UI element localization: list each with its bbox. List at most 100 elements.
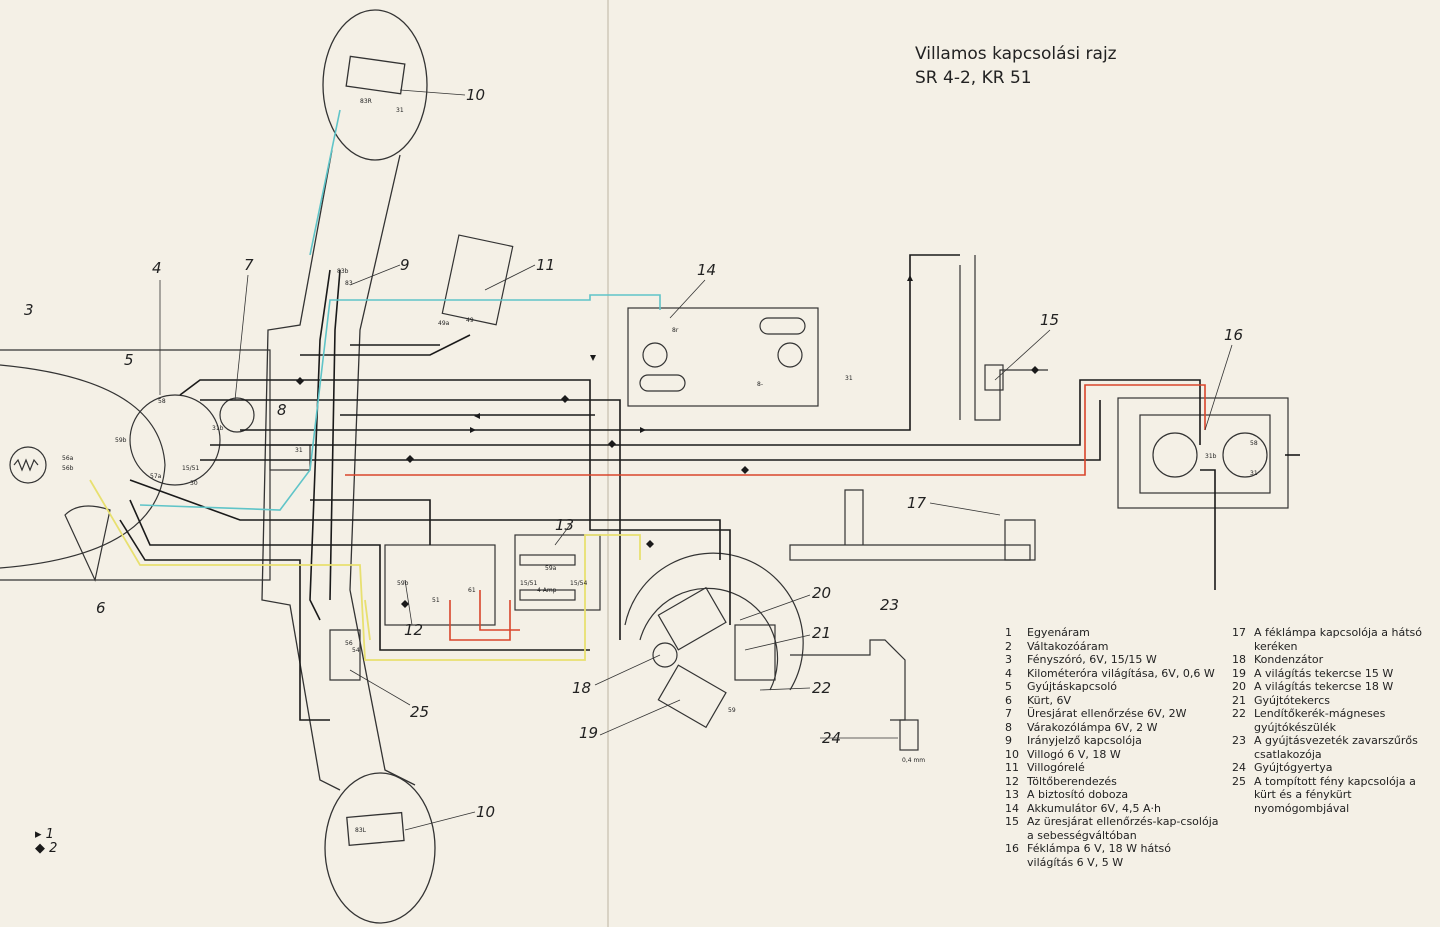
components (64, 234, 1289, 751)
svg-text:59a: 59a (545, 565, 557, 572)
flasher-relay (441, 234, 514, 326)
svg-text:31: 31 (845, 375, 853, 382)
callout-10-bottom: 10 (476, 803, 495, 821)
svg-text:51: 51 (432, 597, 440, 604)
callout-17: 17 (907, 494, 927, 512)
brake-switch (1004, 519, 1036, 561)
callout-9: 9 (400, 256, 410, 274)
svg-text:31b: 31b (212, 425, 224, 432)
arrow-icon: ▸ (35, 827, 42, 842)
dc-wires (119, 254, 1300, 721)
svg-text:56b: 56b (62, 465, 74, 472)
callout-7: 7 (244, 256, 254, 274)
ignition-switch (129, 394, 221, 486)
svg-text:83L: 83L (355, 827, 367, 834)
fuse-box (514, 534, 601, 611)
callout-10-top: 10 (466, 86, 485, 104)
cyan-wire (139, 109, 661, 511)
parking-lamp (269, 444, 311, 471)
handlebar (261, 9, 436, 924)
callout-15: 15 (1040, 311, 1059, 329)
callout-8: 8 (277, 401, 287, 419)
svg-text:49: 49 (466, 317, 474, 324)
svg-text:61: 61 (468, 587, 476, 594)
callout-18: 18 (572, 679, 591, 697)
red-wire (345, 384, 1206, 476)
callout-20: 20 (812, 584, 831, 602)
svg-text:8r: 8r (672, 327, 679, 334)
callout-11: 11 (536, 256, 555, 274)
spark-plug (899, 719, 919, 751)
line-key: ▸ 1 ◆ 2 (35, 827, 58, 856)
red-wire-charging (449, 590, 520, 641)
svg-text:15/51: 15/51 (520, 580, 537, 587)
svg-text:31b: 31b (1205, 453, 1217, 460)
spark-plug-cap (790, 639, 906, 721)
horn (64, 505, 111, 582)
svg-text:59b: 59b (115, 437, 127, 444)
svg-text:83R: 83R (360, 98, 372, 105)
svg-text:30: 30 (190, 480, 198, 487)
svg-text:49a: 49a (438, 320, 450, 327)
svg-text:15/54: 15/54 (570, 580, 587, 587)
callout-3: 3 (24, 301, 34, 319)
wire-markers (296, 275, 1039, 608)
svg-text:83b: 83b (337, 268, 349, 275)
svg-text:59: 59 (728, 707, 736, 714)
callout-13: 13 (555, 516, 574, 534)
yellow-wire (89, 479, 641, 661)
diagram-title: Villamos kapcsolási rajz SR 4-2, KR 51 (915, 44, 1117, 88)
svg-text:4 Amp: 4 Amp (537, 587, 557, 594)
svg-text:31: 31 (295, 447, 303, 454)
svg-text:15/51: 15/51 (182, 465, 199, 472)
svg-text:0,4 mm: 0,4 mm (902, 757, 925, 764)
svg-text:31: 31 (396, 107, 404, 114)
callout-6: 6 (96, 599, 106, 617)
rear-lamp-outer (1117, 397, 1289, 509)
svg-text:57a: 57a (150, 473, 162, 480)
svg-text:58: 58 (158, 398, 166, 405)
dip-switch (329, 629, 361, 681)
leader-lines (159, 89, 1233, 831)
neutral-lamp (219, 397, 255, 433)
callout-12: 12 (404, 621, 423, 639)
svg-text:59b: 59b (397, 580, 409, 587)
callout-5: 5 (124, 351, 134, 369)
callout-4: 4 (152, 259, 162, 277)
svg-text:31: 31 (1250, 470, 1258, 477)
callout-14: 14 (697, 261, 716, 279)
callout-23: 23 (880, 596, 899, 614)
callout-19: 19 (579, 724, 598, 742)
diamond-icon: ◆ (35, 841, 45, 856)
charging-unit (384, 544, 496, 626)
svg-text:56a: 56a (62, 455, 74, 462)
callout-21: 21 (812, 624, 831, 642)
callout-numbers: 3 4 5 6 7 8 9 10 10 11 12 13 14 15 16 17… (24, 86, 1243, 821)
callout-16: 16 (1224, 326, 1243, 344)
flywheel-magneto (624, 552, 804, 691)
neutral-switch (959, 255, 1048, 421)
